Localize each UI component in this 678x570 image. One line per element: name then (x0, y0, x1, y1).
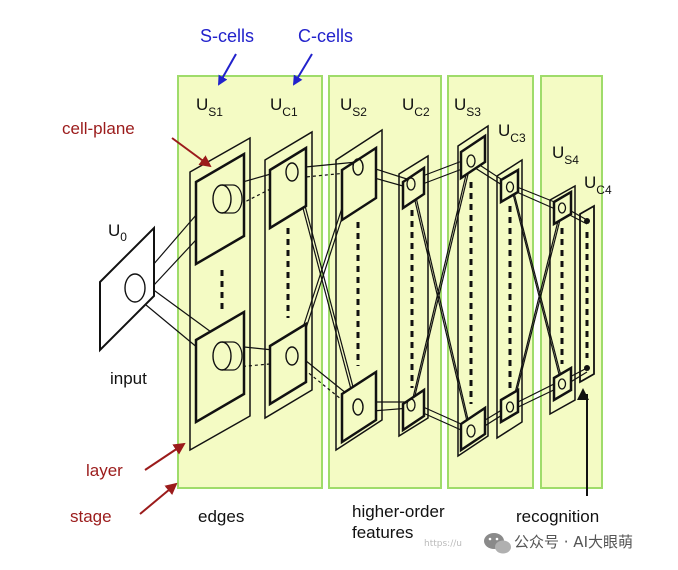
stage-arrow (139, 482, 178, 515)
stage-label: stage (70, 507, 112, 526)
layer-uc4 (579, 204, 595, 384)
input-layer-u0 (99, 225, 155, 353)
layer-uc2 (398, 154, 429, 438)
s-cells-arrow (218, 53, 237, 86)
wechat-icon (484, 533, 511, 554)
annotation-arrows (139, 53, 589, 515)
cell-plane-label: cell-plane (62, 119, 135, 138)
text-labels: S-cells C-cells cell-plane layer stage U… (62, 26, 612, 542)
watermark-text: 公众号 · AI大眼萌 (514, 533, 633, 551)
cell-plane-arrow (171, 137, 212, 168)
layer-arrow (144, 442, 186, 471)
us1-label: US1 (196, 95, 223, 119)
us3-label: US3 (454, 95, 481, 119)
stage-4-box (540, 75, 603, 489)
higher-order-label-line1: higher-order (352, 502, 445, 521)
c-cells-label: C-cells (298, 26, 353, 46)
uc2-label: UC2 (402, 95, 430, 119)
layer-us4 (549, 184, 576, 416)
input-label: input (110, 369, 147, 388)
u0-label: U0 (108, 221, 127, 244)
layer-us1 (189, 136, 251, 452)
us4-label: US4 (552, 143, 579, 167)
layer-uc3 (496, 158, 523, 440)
uc4-label: UC4 (584, 173, 612, 197)
watermark-url-fragment: https://u (424, 539, 462, 549)
us2-label: US2 (340, 95, 367, 119)
uc1-label: UC1 (270, 95, 298, 119)
layer-uc1 (264, 130, 313, 420)
layer-us3 (457, 124, 489, 458)
uc3-label: UC3 (498, 121, 526, 145)
edges-label: edges (198, 507, 244, 526)
c-cells-arrow (292, 53, 313, 86)
stage-backgrounds (177, 75, 603, 489)
s-cells-label: S-cells (200, 26, 254, 46)
higher-order-label-line2: features (352, 523, 413, 542)
recognition-label: recognition (516, 507, 599, 526)
layer-label: layer (86, 461, 123, 480)
watermark: https://u 公众号 · AI大眼萌 (424, 533, 633, 554)
stage-3-box (447, 75, 534, 489)
layer-us2 (335, 128, 383, 452)
